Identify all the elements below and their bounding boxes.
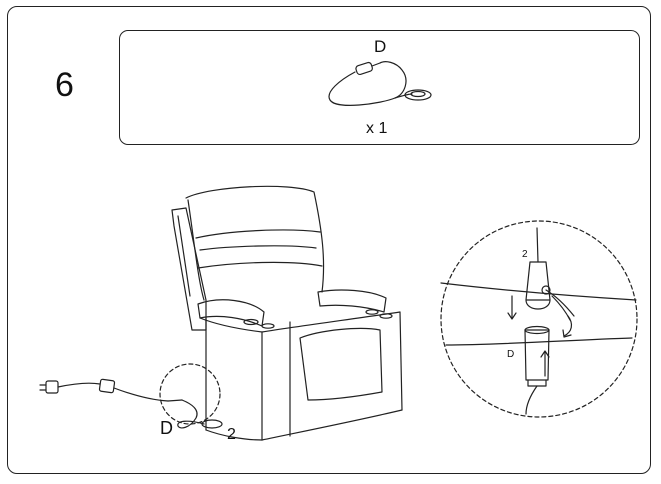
recliner-chair-icon [171,185,403,441]
detail-cable-d-label: D [507,349,515,360]
power-adapter-icon [39,378,183,402]
detail-connector-2-label: 2 [522,249,528,260]
parts-box [119,30,640,145]
part-label: D [374,37,387,56]
part-quantity: x 1 [366,120,388,137]
connector-2-label: 2 [227,426,236,443]
step-number: 6 [55,66,74,104]
cable-d-main [159,363,223,429]
connection-detail-icon [440,220,638,418]
instruction-frame [7,6,651,474]
cable-d-label: D [160,418,173,438]
remote-handset-cable-icon [328,61,432,106]
